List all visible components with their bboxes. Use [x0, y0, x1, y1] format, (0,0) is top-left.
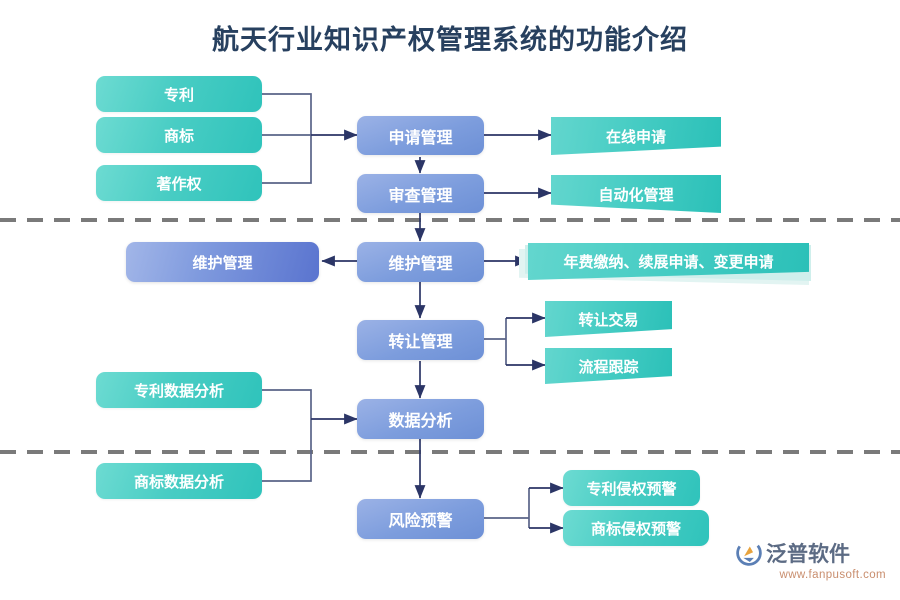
- link-patent-bus: [262, 93, 312, 135]
- node-label: 著作权: [156, 175, 202, 193]
- node-application-management[interactable]: 申请管理: [357, 116, 484, 155]
- node-label: 维护管理: [192, 254, 253, 272]
- fanpu-logo-icon: [736, 540, 762, 566]
- node-maintenance-management[interactable]: 维护管理: [357, 242, 484, 282]
- node-transfer-management[interactable]: 转让管理: [357, 320, 484, 360]
- node-review-management[interactable]: 审查管理: [357, 174, 484, 213]
- node-label: 商标侵权预警: [590, 520, 681, 538]
- brand-row: 泛普软件: [736, 538, 886, 568]
- node-process-tracking[interactable]: 流程跟踪: [545, 348, 672, 384]
- node-label: 流程跟踪: [578, 358, 639, 376]
- node-data-analysis[interactable]: 数据分析: [357, 399, 484, 439]
- link-transfer-bus: [484, 318, 507, 365]
- node-label: 风险预警: [388, 513, 453, 530]
- node-label: 自动化管理: [598, 186, 674, 204]
- link-copyright-bus: [262, 135, 312, 184]
- node-label: 专利: [163, 86, 194, 104]
- node-label: 商标: [163, 127, 194, 145]
- node-label: 数据分析: [388, 413, 453, 430]
- page-title: 航天行业知识产权管理系统的功能介绍: [212, 25, 688, 55]
- node-trademark[interactable]: 商标: [96, 117, 262, 153]
- node-label: 转让交易: [578, 311, 639, 329]
- node-label: 申请管理: [388, 129, 453, 147]
- node-patent-infringement-alert[interactable]: 专利侵权预警: [563, 470, 700, 506]
- node-risk-warning[interactable]: 风险预警: [357, 499, 484, 539]
- node-copyright[interactable]: 著作权: [96, 165, 262, 201]
- node-patent[interactable]: 专利: [96, 76, 262, 112]
- link-patent-analysis-bus: [262, 389, 312, 419]
- node-label: 商标数据分析: [133, 473, 224, 491]
- brand-url: www.fanpusoft.com: [779, 569, 886, 581]
- node-label: 专利侵权预警: [586, 480, 677, 498]
- node-label: 年费缴纳、续展申请、变更申请: [563, 254, 774, 271]
- node-label: 审查管理: [388, 187, 453, 205]
- brand-watermark: 泛普软件 www.fanpusoft.com: [736, 538, 886, 590]
- link-risk-bus: [484, 488, 530, 528]
- node-label: 在线申请: [605, 128, 666, 146]
- brand-name: 泛普软件: [766, 543, 850, 566]
- node-patent-data-analysis[interactable]: 专利数据分析: [96, 372, 262, 408]
- node-label: 专利数据分析: [133, 382, 224, 400]
- node-trademark-infringement-alert[interactable]: 商标侵权预警: [563, 510, 709, 546]
- node-maintenance-management-detail[interactable]: 维护管理: [126, 242, 319, 282]
- link-trademark-analysis-bus: [262, 419, 312, 482]
- node-label: 维护管理: [388, 256, 453, 273]
- node-trademark-data-analysis[interactable]: 商标数据分析: [96, 463, 262, 499]
- node-label: 转让管理: [388, 334, 453, 351]
